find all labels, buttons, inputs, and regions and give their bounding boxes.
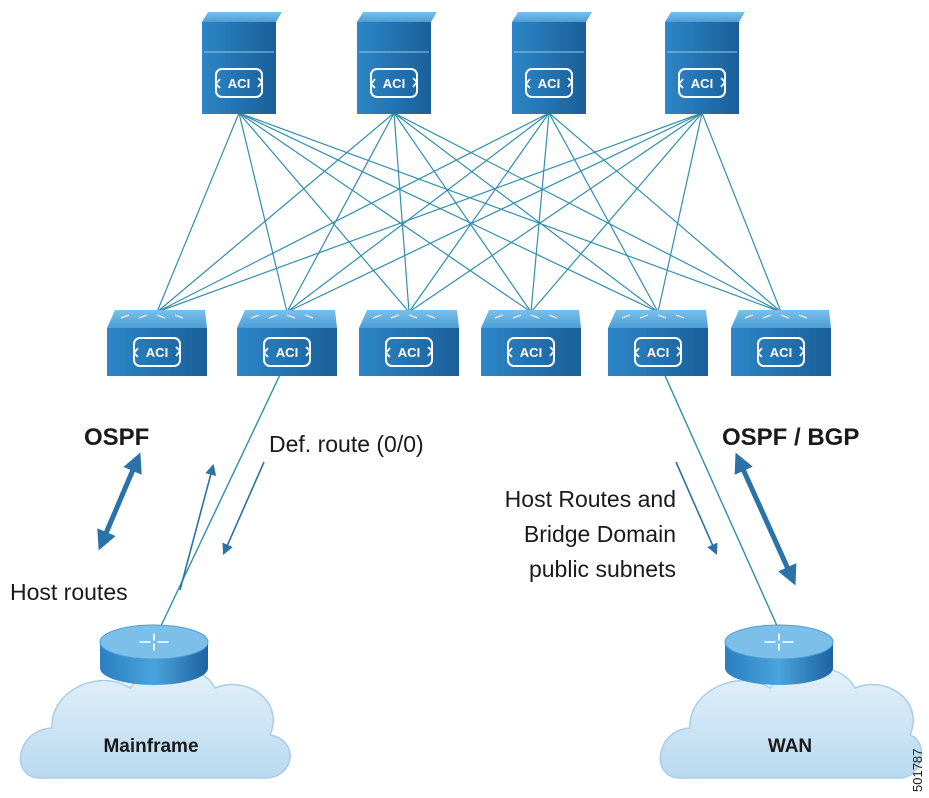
aci-spine-switch-icon: ACI: [202, 12, 282, 114]
aci-spine-switch-icon: ACI: [357, 12, 437, 114]
aci-spine-switch-icon: ACI: [665, 12, 745, 114]
aci-logo-text: ACI: [398, 345, 420, 360]
router-icon: [99, 624, 209, 685]
fabric-link: [701, 112, 782, 313]
leaf5-wan-link: [657, 359, 779, 629]
aci-leaf-switch-icon: ACI: [481, 310, 581, 376]
wan-label: WAN: [768, 736, 812, 757]
fabric-link: [286, 112, 550, 313]
router-icon: [724, 624, 834, 685]
fabric-link: [156, 112, 550, 313]
leaf-switch-1: ACI: [107, 310, 207, 376]
aci-logo-text: ACI: [228, 76, 250, 91]
fabric-link: [286, 112, 395, 313]
fabric-link: [548, 112, 782, 313]
fabric-link: [408, 112, 550, 313]
fabric-link: [238, 112, 659, 313]
aci-logo-text: ACI: [647, 345, 669, 360]
fabric-link: [238, 112, 410, 313]
fabric-link: [238, 112, 532, 313]
aci-logo-text: ACI: [146, 345, 168, 360]
aci-logo-text: ACI: [276, 345, 298, 360]
mainframe-site: Mainframe: [19, 624, 291, 779]
leaf-switch-5: ACI: [608, 310, 708, 376]
advertised-routes-line3: public subnets: [529, 556, 676, 582]
ospf-label: OSPF: [84, 424, 149, 451]
spine-switch-2: ACI: [357, 12, 437, 114]
aci-leaf-switch-icon: ACI: [731, 310, 831, 376]
aci-leaf-switch-icon: ACI: [237, 310, 337, 376]
fabric-link: [156, 112, 240, 313]
aci-logo-text: ACI: [383, 76, 405, 91]
leaf-switch-4: ACI: [481, 310, 581, 376]
spine-switches: ACI ACI ACI ACI: [202, 12, 745, 114]
wan-advertise-down-arrow: [675, 461, 718, 556]
advertised-routes-line2: Bridge Domain: [524, 521, 676, 547]
spine-switch-4: ACI: [665, 12, 745, 114]
wan-site: WAN: [659, 624, 923, 779]
fabric-link: [530, 112, 550, 313]
fabric-link: [393, 112, 659, 313]
advertised-routes-line1: Host Routes and: [505, 486, 676, 512]
ospf-bidirectional-arrow: [97, 452, 142, 551]
fabric-link: [548, 112, 659, 313]
fabric-link: [657, 112, 703, 313]
host-routes-label: Host routes: [10, 579, 128, 605]
fabric-link: [393, 112, 532, 313]
fabric-link: [156, 112, 395, 313]
aci-spine-switch-icon: ACI: [512, 12, 592, 114]
fabric-link: [408, 112, 703, 313]
aci-leaf-switch-icon: ACI: [359, 310, 459, 376]
aci-logo-text: ACI: [520, 345, 542, 360]
fabric-links: [156, 112, 782, 313]
leaf-switch-3: ACI: [359, 310, 459, 376]
fabric-link: [238, 112, 288, 313]
fabric-link: [156, 112, 703, 313]
aci-logo-text: ACI: [538, 76, 560, 91]
spine-switch-1: ACI: [202, 12, 282, 114]
fabric-link: [393, 112, 410, 313]
leaf-switches: ACI ACI ACI ACI ACI ACI: [107, 310, 831, 376]
fabric-link: [238, 112, 782, 313]
figure-id: 501787: [910, 749, 925, 792]
aci-logo-text: ACI: [770, 345, 792, 360]
access-links: [97, 359, 797, 629]
spine-switch-3: ACI: [512, 12, 592, 114]
leaf-switch-6: ACI: [731, 310, 831, 376]
leaf2-mainframe-link: [159, 359, 288, 629]
aci-leaf-switch-icon: ACI: [107, 310, 207, 376]
fabric-link: [393, 112, 782, 313]
default-route-down-arrow: [222, 461, 265, 556]
ospf-bgp-label: OSPF / BGP: [722, 424, 859, 451]
host-routes-up-arrow: [179, 463, 217, 591]
fabric-link: [530, 112, 703, 313]
ospf-bgp-bidirectional-arrow: [734, 452, 797, 586]
aci-leaf-switch-icon: ACI: [608, 310, 708, 376]
fabric-link: [286, 112, 703, 313]
default-route-label: Def. route (0/0): [269, 431, 424, 457]
aci-logo-text: ACI: [691, 76, 713, 91]
leaf-switch-2: ACI: [237, 310, 337, 376]
mainframe-label: Mainframe: [103, 736, 198, 757]
